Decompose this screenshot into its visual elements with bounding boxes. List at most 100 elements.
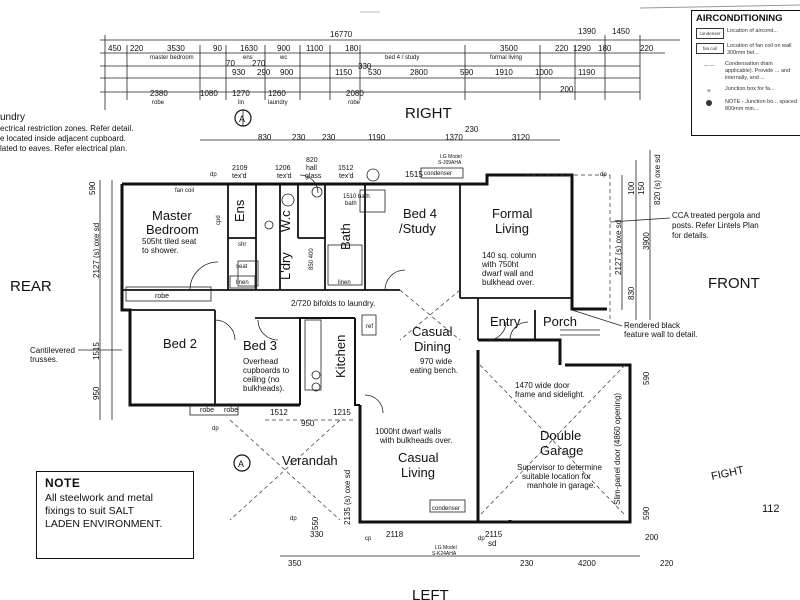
svg-text:1630: 1630 bbox=[240, 44, 258, 53]
svg-text:hall: hall bbox=[306, 165, 317, 172]
svg-text:tex'd: tex'd bbox=[339, 173, 354, 180]
svg-text:230: 230 bbox=[520, 559, 534, 568]
svg-text:220: 220 bbox=[130, 44, 144, 53]
legend-row-note: NOTE - Junction bo... spaced 800mm min..… bbox=[696, 99, 800, 113]
room-bed4: Bed 4/Study bbox=[399, 206, 437, 236]
svg-text:1450: 1450 bbox=[612, 27, 630, 36]
svg-text:220: 220 bbox=[555, 44, 569, 53]
note-box-body: All steelwork and metal fixings to suit … bbox=[45, 492, 163, 530]
compass-left: LEFT bbox=[412, 587, 449, 600]
svg-text:ens: ens bbox=[243, 55, 253, 61]
svg-text:150: 150 bbox=[637, 181, 646, 195]
note-box: NOTE All steelwork and metal fixings to … bbox=[36, 471, 194, 559]
porch-steps bbox=[560, 329, 600, 336]
legend-row-condenser: condenser Location of aircond... bbox=[696, 28, 800, 39]
svg-text:tex'd: tex'd bbox=[232, 173, 247, 180]
note-laundry-title: undry bbox=[0, 112, 25, 123]
svg-text:1512: 1512 bbox=[270, 408, 288, 417]
svg-text:220: 220 bbox=[640, 44, 654, 53]
leader-pergola bbox=[609, 217, 671, 223]
svg-text:90: 90 bbox=[213, 44, 222, 53]
legend-row-fan-coil: fan coil Location of fan coil on wall 30… bbox=[696, 43, 800, 57]
aircon-legend: AIRCONDITIONING condenser Location of ai… bbox=[691, 10, 800, 136]
note-box-title: NOTE bbox=[45, 476, 81, 490]
right-dimension-lines: 2127 (s) oxe sd 830 590 590 100 150 3900… bbox=[614, 150, 662, 520]
svg-text:1260: 1260 bbox=[268, 89, 286, 98]
note-bifolds: 2/720 bifolds to laundry. bbox=[291, 299, 375, 308]
svg-text:2109: 2109 bbox=[232, 165, 248, 172]
svg-text:70: 70 bbox=[226, 59, 235, 68]
svg-text:wc: wc bbox=[279, 55, 287, 61]
svg-text:450: 450 bbox=[108, 44, 122, 53]
svg-text:3500: 3500 bbox=[500, 44, 518, 53]
svg-text:robe: robe bbox=[224, 407, 238, 414]
svg-text:550: 550 bbox=[311, 516, 320, 530]
svg-text:laundry: laundry bbox=[268, 100, 288, 106]
interior-walls bbox=[122, 184, 572, 405]
svg-text:condenser: condenser bbox=[424, 171, 452, 177]
dim-bottom: 350 2135 (s) oxe sd 2118 2115 sd 230 420… bbox=[280, 470, 674, 568]
section-marker-bottom: A bbox=[233, 454, 251, 472]
svg-text:350: 350 bbox=[288, 559, 302, 568]
svg-text:robe: robe bbox=[348, 100, 361, 106]
svg-text:2800: 2800 bbox=[410, 68, 428, 77]
dim-row2: 70 270 930 290 900 1150 330 530 2800 590… bbox=[226, 59, 596, 77]
room-bed3: Bed 3 bbox=[243, 338, 277, 353]
svg-text:820 (s) oxe sd: 820 (s) oxe sd bbox=[653, 154, 662, 205]
svg-text:robe: robe bbox=[152, 100, 165, 106]
room-verandah: Verandah bbox=[282, 453, 338, 468]
svg-text:dp: dp bbox=[478, 536, 485, 542]
svg-text:linen: linen bbox=[236, 280, 249, 286]
svg-text:1270: 1270 bbox=[232, 89, 250, 98]
svg-text:200: 200 bbox=[560, 85, 574, 94]
svg-text:cpd: cpd bbox=[216, 215, 222, 225]
svg-text:830: 830 bbox=[627, 286, 636, 300]
room-wc: W.c bbox=[278, 210, 293, 232]
svg-text:ref: ref bbox=[366, 324, 373, 330]
svg-text:1515: 1515 bbox=[92, 342, 101, 360]
svg-text:bed 4 / study: bed 4 / study bbox=[385, 55, 419, 61]
drain-line-icon: — — bbox=[703, 63, 715, 68]
svg-text:2127 (s) oxe sd: 2127 (s) oxe sd bbox=[614, 220, 623, 275]
edge-line-top bbox=[639, 4, 800, 9]
svg-text:sd: sd bbox=[488, 539, 496, 548]
section-marker-top: A bbox=[234, 109, 252, 127]
note-laundry-lines: ectrical restriction zones. Refer detail… bbox=[0, 124, 133, 153]
svg-text:590: 590 bbox=[642, 371, 651, 385]
svg-text:master bedroom: master bedroom bbox=[150, 55, 194, 61]
svg-text:230: 230 bbox=[322, 133, 336, 142]
legend-row-junction: ⊖ Junction box for fa... bbox=[696, 86, 800, 95]
svg-text:950: 950 bbox=[301, 419, 315, 428]
svg-text:A: A bbox=[239, 114, 245, 124]
svg-text:1206: 1206 bbox=[275, 165, 291, 172]
legend-row-drain: — — Condensation drain applicable). Prov… bbox=[696, 61, 800, 82]
room-porch: Porch bbox=[543, 314, 577, 329]
svg-text:930: 930 bbox=[232, 68, 246, 77]
svg-text:180: 180 bbox=[345, 44, 359, 53]
svg-text:fan coil: fan coil bbox=[175, 188, 194, 194]
svg-text:1290: 1290 bbox=[573, 44, 591, 53]
svg-text:830: 830 bbox=[258, 133, 272, 142]
svg-text:formal living: formal living bbox=[490, 55, 522, 61]
left-dimension-lines: 590 2127 (s) oxe sd 1515 950 bbox=[88, 180, 113, 420]
compass-front: FRONT bbox=[708, 275, 760, 292]
aircon-legend-title: AIRCONDITIONING bbox=[696, 13, 783, 24]
room-kitchen: Kitchen bbox=[333, 335, 348, 378]
dim-middle: 1512 1215 950 850 400 1510 bath 1515 bbox=[270, 170, 423, 428]
fan-coil-symbol-icon: fan coil bbox=[696, 43, 724, 54]
svg-text:robe: robe bbox=[155, 293, 169, 300]
dim-row4: 830 230 230 1190 1370 230 3120 bbox=[258, 125, 530, 142]
svg-text:180: 180 bbox=[598, 44, 612, 53]
compass-rear: REAR bbox=[10, 278, 52, 295]
room-bed2: Bed 2 bbox=[163, 336, 197, 351]
svg-text:tex'd: tex'd bbox=[277, 173, 292, 180]
svg-text:cp: cp bbox=[365, 536, 372, 542]
svg-text:1100: 1100 bbox=[306, 44, 324, 53]
